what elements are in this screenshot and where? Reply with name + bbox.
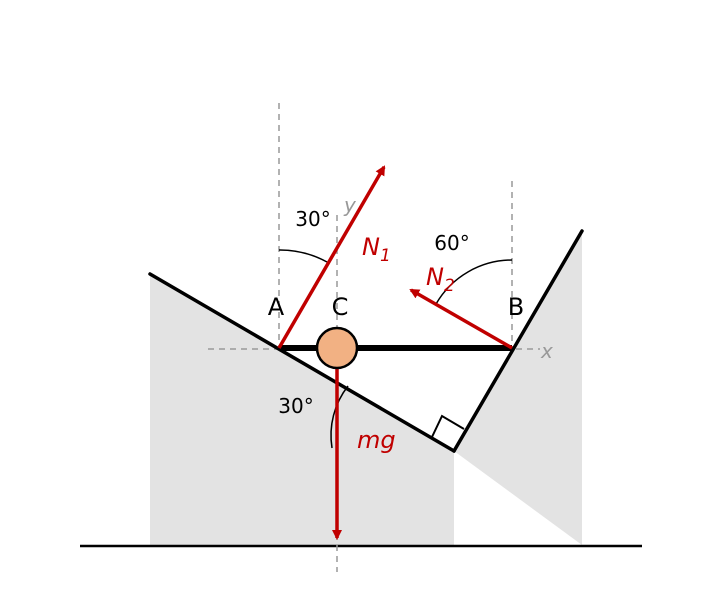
ball (315, 326, 359, 370)
force-label-weight: mg (357, 426, 396, 454)
right-incline (452, 229, 584, 453)
force-label-n1-subscript: 1 (380, 246, 391, 266)
force-label-n1: N1 (362, 233, 391, 266)
angle-arc-a (278, 249, 328, 263)
n2-arrow (409, 288, 513, 350)
right-angle-marker (431, 414, 465, 438)
angle-label-b: 60° (434, 231, 469, 255)
point-label-c: C (332, 293, 349, 321)
angle-arc-b (435, 259, 513, 305)
angle-arc-c (330, 385, 349, 449)
force-label-n2: N2 (426, 263, 455, 296)
point-label-b: B (508, 293, 524, 321)
force-label-n2-symbol: N (426, 263, 444, 291)
angle-label-c: 30° (278, 394, 313, 418)
force-label-n2-subscript: 2 (444, 276, 455, 296)
left-support-block (150, 274, 454, 545)
angle-label-a: 30° (295, 207, 330, 231)
force-label-n1-symbol: N (362, 233, 380, 261)
axis-label-x: x (540, 339, 553, 363)
right-support-block (454, 231, 582, 545)
axis-label-y: y (343, 193, 357, 217)
left-incline (148, 272, 456, 453)
point-label-a: A (268, 293, 285, 321)
n1-arrow (277, 165, 386, 349)
